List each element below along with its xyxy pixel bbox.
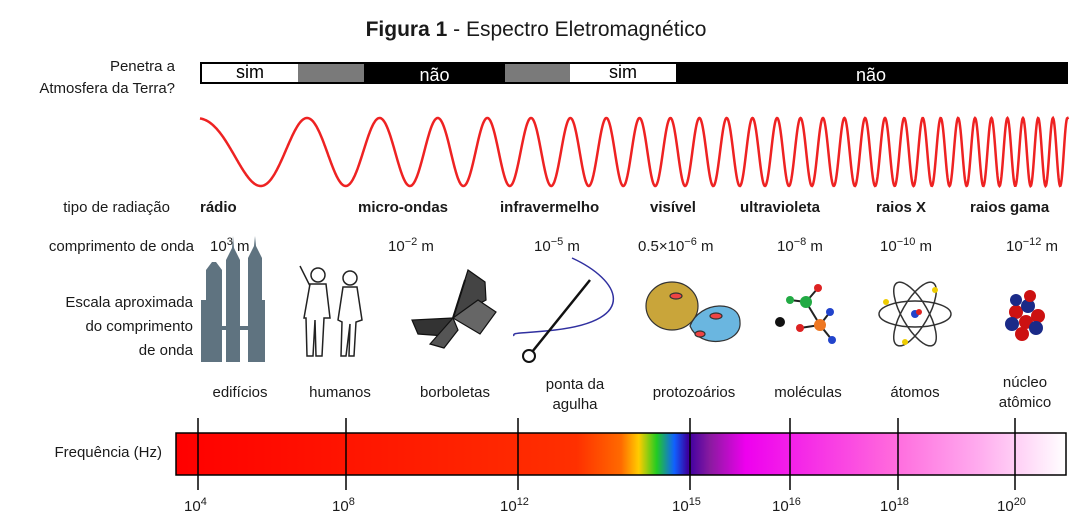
- protozoa-icon: [645, 281, 741, 342]
- frequency-1e12: 1012: [500, 496, 529, 515]
- frequency-label: Frequência (Hz): [54, 444, 162, 461]
- scale-label: Escala aproximada do comprimento de onda: [65, 294, 193, 359]
- frequency-ticks: [197, 418, 1016, 490]
- segment-sim-2: [570, 64, 676, 82]
- radiation-xray: raios X: [876, 199, 927, 216]
- frequency-1e4: 104: [184, 496, 207, 515]
- frequency-1e18: 1018: [880, 496, 909, 515]
- segment-label-sim-1: sim: [236, 62, 264, 82]
- segment-label-nao-2: não: [855, 65, 887, 85]
- buildings-icon: [201, 236, 265, 362]
- segment-label-sim-2: sim: [609, 62, 637, 82]
- wavelength-xray: 10−10 m: [880, 236, 933, 255]
- radiation-visible: visível: [650, 199, 696, 216]
- wavelength-visible: 0.5×10−6 m: [638, 236, 714, 255]
- wavelength-gamma: 10−12 m: [1006, 236, 1059, 255]
- wavelength-radio: 103 m: [210, 236, 250, 255]
- humans-icon: [299, 265, 363, 357]
- segment-partial-2: [505, 64, 570, 82]
- radiation-microwave: micro-ondas: [358, 199, 449, 216]
- segment-partial-1: [298, 64, 364, 82]
- wavelength-label: comprimento de onda: [48, 238, 194, 255]
- frequency-1e8: 108: [332, 496, 355, 515]
- wave-line: [199, 115, 1070, 189]
- object-protozoa: protozoários: [652, 384, 736, 401]
- radiation-type-label: tipo de radiação: [63, 199, 170, 216]
- object-atoms: átomos: [890, 384, 940, 401]
- nucleus-icon: [1005, 290, 1045, 341]
- frequency-1e20: 1020: [997, 496, 1026, 515]
- radiation-ultraviolet: ultravioleta: [740, 199, 821, 216]
- object-molecules: moléculas: [774, 384, 842, 401]
- frequency-bar: [175, 432, 1067, 476]
- object-butterflies: borboletas: [419, 384, 491, 401]
- butterfly-icon: [411, 269, 497, 349]
- wavelength-infrared: 10−5 m: [534, 236, 580, 255]
- figure-title: Figura 1 - Espectro Eletromagnético: [365, 18, 707, 41]
- needle-icon: [513, 257, 615, 363]
- segment-label-nao-1: não: [419, 65, 450, 85]
- radiation-gamma: raios gama: [970, 199, 1050, 216]
- atom-icon: [878, 281, 952, 347]
- radiation-infrared: infravermelho: [500, 199, 600, 216]
- frequency-1e16: 1016: [772, 496, 801, 515]
- object-humans: humanos: [309, 384, 371, 401]
- frequency-1e15: 1015: [672, 496, 701, 515]
- radiation-radio: rádio: [200, 199, 237, 216]
- object-buildings: edifícios: [212, 384, 268, 401]
- wavelength-ultraviolet: 10−8 m: [777, 236, 823, 255]
- penetration-bar: [200, 62, 1068, 84]
- penetration-label: Penetra a Atmosfera da Terra?: [39, 58, 175, 97]
- wavelength-microwave: 10−2 m: [388, 236, 434, 255]
- molecule-icon: [775, 284, 836, 344]
- segment-sim-1: [202, 64, 298, 82]
